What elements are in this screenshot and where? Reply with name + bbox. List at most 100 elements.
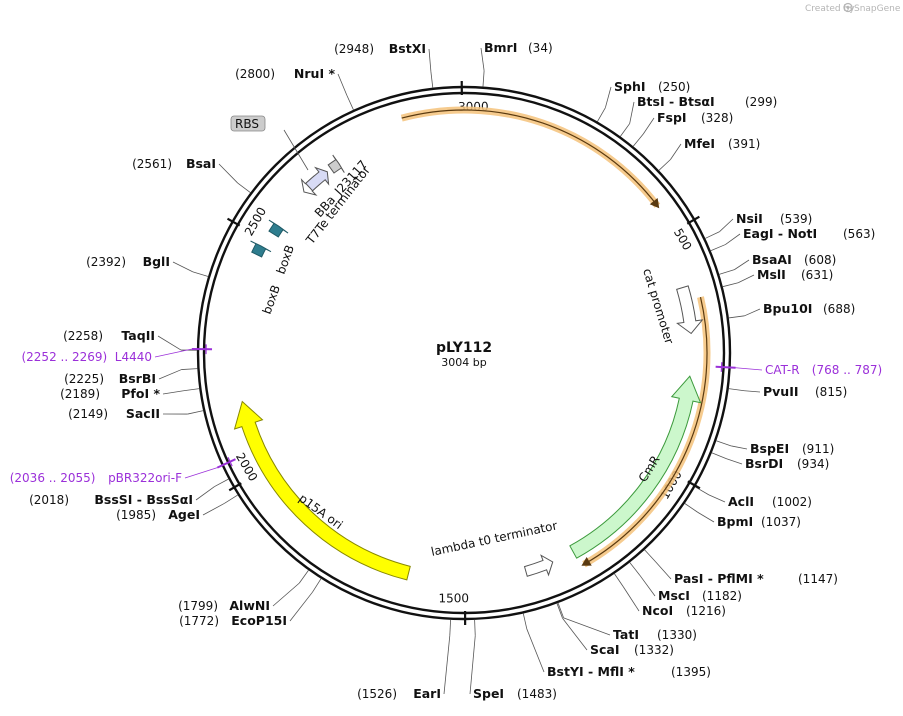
site-eari[interactable]: EarI(1526) bbox=[357, 686, 441, 701]
site-sacii[interactable]: SacII(2149) bbox=[68, 406, 160, 421]
site-bspei[interactable]: BspEI(911) bbox=[750, 441, 834, 456]
site-leader-ext-msci bbox=[639, 574, 656, 597]
site-bmri[interactable]: BmrI(34) bbox=[484, 40, 553, 55]
site-leader-alwni bbox=[298, 569, 309, 584]
site-ecop15i[interactable]: EcoP15I(1772) bbox=[179, 613, 287, 628]
site-name: NcoI bbox=[642, 603, 673, 618]
site-leader-ext-sphi bbox=[604, 86, 612, 108]
site-leader-ext-bsrbi bbox=[158, 369, 182, 380]
site-leader-bpu10i bbox=[728, 315, 745, 319]
site-pvuii[interactable]: PvuII(815) bbox=[763, 384, 847, 399]
site-leader-ext-agei bbox=[202, 503, 225, 516]
site-bstxi[interactable]: BstXI(2948) bbox=[334, 41, 426, 56]
site-btsi-bts-i[interactable]: BtsI - BtsαI(299) bbox=[637, 94, 777, 109]
plasmid-name: pLY112 bbox=[436, 340, 492, 356]
site-leader-ncoi bbox=[614, 573, 624, 588]
site-leader-agei bbox=[224, 494, 239, 504]
site-nsii[interactable]: NsiI(539) bbox=[736, 211, 812, 226]
site-nrui[interactable]: NruI *(2800) bbox=[235, 66, 335, 81]
site-position: (1483) bbox=[517, 687, 557, 701]
orf-top-line bbox=[401, 109, 658, 207]
site-sphi[interactable]: SphI(250) bbox=[614, 79, 690, 94]
site-leader-bsrbi bbox=[181, 368, 198, 370]
site-bstyi-mfli[interactable]: BstYI - MflI *(1395) bbox=[547, 664, 711, 679]
site-bpu10i[interactable]: Bpu10I(688) bbox=[763, 301, 855, 316]
site-leader-eari bbox=[449, 619, 452, 636]
site-leader-ext-bsaai bbox=[734, 259, 750, 270]
site-leader-ext-mfei bbox=[670, 143, 682, 160]
site-name: PfoI * bbox=[121, 386, 160, 401]
primer-range: (2252 .. 2269) bbox=[21, 350, 107, 364]
site-mfei[interactable]: MfeI(391) bbox=[684, 136, 760, 151]
primer-l4440[interactable]: L4440(2252 .. 2269) bbox=[21, 350, 152, 364]
site-name: MfeI bbox=[684, 136, 715, 151]
primer-leader-cat-r bbox=[735, 367, 763, 371]
site-name: BpmI bbox=[717, 514, 753, 529]
site-pasi-pflmi[interactable]: PasI - PflMI *(1147) bbox=[674, 571, 838, 586]
site-name: EcoP15I bbox=[231, 613, 287, 628]
site-leader-mfei bbox=[658, 159, 671, 171]
site-position: (2800) bbox=[235, 67, 275, 81]
site-leader-ext-alwni bbox=[272, 582, 300, 607]
site-name: BssSI - BssSαI bbox=[94, 492, 193, 507]
site-position: (539) bbox=[780, 212, 812, 226]
primer-leader-pbr322ori-f bbox=[184, 467, 218, 479]
tick-label-1500: 1500 bbox=[438, 591, 469, 605]
site-bsai[interactable]: BsaI(2561) bbox=[132, 156, 216, 171]
site-tati[interactable]: TatI (1330) bbox=[613, 627, 697, 642]
boxb-label-2: boxB bbox=[260, 283, 283, 316]
site-scai[interactable]: ScaI(1332) bbox=[590, 642, 674, 657]
site-bsrdi[interactable]: BsrDI(934) bbox=[745, 456, 829, 471]
site-name: ScaI bbox=[590, 642, 620, 657]
site-name: Bpu10I bbox=[763, 301, 812, 316]
primer-pbr322ori-f[interactable]: pBR322ori-F(2036 .. 2055) bbox=[10, 471, 182, 485]
site-bsssi-bsss-i[interactable]: BssSI - BssSαI(2018) bbox=[29, 492, 193, 507]
site-leader-ext-ncoi bbox=[623, 586, 640, 612]
site-name: BmrI bbox=[484, 40, 517, 55]
site-leader-ext-bsai bbox=[218, 163, 239, 184]
site-leader-ext-nsii bbox=[719, 218, 734, 232]
primer-cat-r[interactable]: CAT-R(768 .. 787) bbox=[765, 363, 882, 377]
site-taqii[interactable]: TaqII(2258) bbox=[63, 328, 155, 343]
site-name: TaqII bbox=[121, 328, 155, 343]
site-name: TatI bbox=[613, 627, 639, 642]
site-acli[interactable]: AclI(1002) bbox=[728, 494, 812, 509]
site-leader-pasi-pflmi bbox=[644, 549, 656, 562]
boxb-feature-1 bbox=[268, 219, 289, 238]
site-leader-msli bbox=[722, 282, 739, 288]
site-agei[interactable]: AgeI(1985) bbox=[116, 507, 200, 522]
site-bsrbi[interactable]: BsrBI(2225) bbox=[64, 371, 156, 386]
site-position: (2561) bbox=[132, 157, 172, 171]
site-leader-ext-bpmi bbox=[697, 512, 715, 523]
site-name: BstXI bbox=[389, 41, 426, 56]
site-msci[interactable]: MscI(1182) bbox=[658, 588, 742, 603]
site-bpmi[interactable]: BpmI(1037) bbox=[717, 514, 801, 529]
site-eagi-noti[interactable]: EagI - NotI(563) bbox=[743, 226, 875, 241]
t7te-terminator-label: T7Te terminator bbox=[303, 163, 373, 247]
site-name: SacII bbox=[126, 406, 160, 421]
site-pfoi[interactable]: PfoI *(2189) bbox=[60, 386, 160, 401]
site-leader-bsaai bbox=[719, 269, 735, 275]
site-bgli[interactable]: BglI(2392) bbox=[86, 254, 170, 269]
site-name: FspI bbox=[657, 110, 687, 125]
cat-promoter-arrow bbox=[676, 285, 704, 335]
site-leader-ext-spei bbox=[469, 635, 476, 695]
site-fspi[interactable]: FspI(328) bbox=[657, 110, 733, 125]
primer-mark-pbr322ori-f bbox=[216, 458, 236, 469]
site-leader-ext-btsi-bts-i bbox=[629, 101, 635, 124]
site-alwni[interactable]: AlwNI(1799) bbox=[178, 598, 270, 613]
rbs-tag bbox=[230, 115, 266, 132]
site-position: (1330) bbox=[657, 628, 697, 642]
site-name: MslI bbox=[757, 267, 786, 282]
orf-top-band bbox=[400, 106, 661, 208]
site-position: (631) bbox=[801, 268, 833, 282]
snapgene-brand: SnapGene bbox=[854, 4, 901, 14]
site-bsaai[interactable]: BsaAI(608) bbox=[752, 252, 836, 267]
site-ncoi[interactable]: NcoI(1216) bbox=[642, 603, 726, 618]
site-msli[interactable]: MslI (631) bbox=[757, 267, 833, 282]
site-name: BspEI bbox=[750, 441, 789, 456]
site-leader-ext-ecop15i bbox=[289, 591, 313, 622]
site-name: MscI bbox=[658, 588, 690, 603]
site-spei[interactable]: SpeI(1483) bbox=[473, 686, 557, 701]
site-leader-bsrdi bbox=[711, 452, 727, 460]
